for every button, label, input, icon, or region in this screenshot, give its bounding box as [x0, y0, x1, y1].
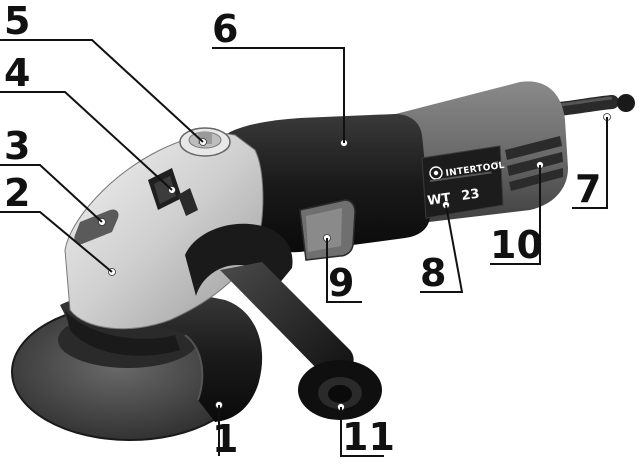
leader-lines	[0, 39, 608, 457]
power-switch[interactable]	[299, 199, 356, 261]
callout-4: 4	[4, 51, 30, 95]
callout-6: 6	[212, 7, 238, 51]
side-handle-mount	[148, 168, 198, 216]
label-plate: INTERTOOL .UA WT 23	[421, 145, 505, 219]
ventilation-slots	[505, 136, 563, 191]
leader-line-8	[420, 204, 464, 293]
callout-2: 2	[4, 171, 30, 215]
brand-suffix: .UA	[491, 160, 499, 166]
leader-line-11	[340, 407, 384, 457]
gearbox-flange	[65, 310, 180, 356]
model-suffix: 23	[460, 187, 480, 204]
leader-line-3	[0, 164, 103, 223]
callout-10: 10	[490, 223, 543, 267]
callout-7: 7	[575, 167, 601, 211]
callout-11: 11	[342, 415, 395, 459]
spindle-lock-button[interactable]	[74, 209, 119, 245]
gearbox-head	[64, 127, 264, 330]
callout-9: 9	[328, 261, 354, 305]
leader-line-5	[0, 39, 204, 143]
leader-line-4	[0, 91, 173, 191]
side-handle[interactable]	[185, 223, 382, 420]
motor-housing-front: INTERTOOL .UA WT 23	[225, 114, 505, 261]
callout-8: 8	[420, 251, 446, 295]
callout-1: 1	[212, 417, 238, 459]
callout-5: 5	[4, 0, 30, 43]
leader-line-6	[212, 47, 345, 143]
callout-3: 3	[4, 124, 30, 168]
brand-logo-icon	[429, 166, 443, 180]
callout-labels: 1 2 3 4 5 6 7 8 9 10 11	[4, 0, 601, 461]
leader-line-10	[490, 165, 541, 265]
leader-line-2	[0, 211, 113, 273]
leader-line-7	[572, 117, 608, 209]
leader-line-9	[326, 238, 362, 303]
